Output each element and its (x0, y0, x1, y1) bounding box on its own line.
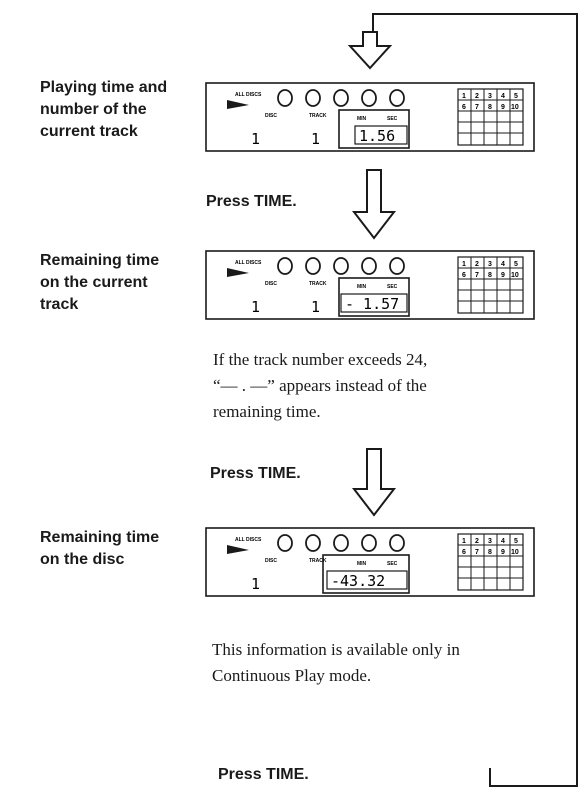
all-discs-indicator: ALL DISCS (235, 92, 262, 98)
svg-text:7: 7 (475, 104, 479, 111)
svg-text:1: 1 (462, 538, 466, 545)
svg-text:10: 10 (511, 272, 519, 279)
play-icon (227, 545, 249, 554)
svg-text:1: 1 (462, 93, 466, 100)
label-remaining-track: Remaining time on the current track (40, 252, 160, 313)
svg-text:9: 9 (501, 549, 505, 556)
lcd-display-remaining-disc: ALL DISCS DISC TRACK 1 MIN SEC -43.32 1 2… (205, 527, 535, 597)
note-track-exceeds: If the track number exceeds 24, “–– . ––… (213, 350, 428, 421)
time-readout: -43.32 (331, 572, 385, 590)
svg-text:7: 7 (475, 549, 479, 556)
svg-text:8: 8 (488, 549, 492, 556)
svg-text:8: 8 (488, 104, 492, 111)
min-label: MIN (357, 116, 367, 122)
svg-text:3: 3 (488, 261, 492, 268)
track-number: 1 (311, 298, 320, 316)
svg-text:2: 2 (475, 538, 479, 545)
svg-text:10: 10 (511, 104, 519, 111)
svg-text:8: 8 (488, 272, 492, 279)
svg-text:9: 9 (501, 272, 505, 279)
svg-text:9: 9 (501, 104, 505, 111)
svg-text:3: 3 (488, 538, 492, 545)
disc-number: 1 (251, 298, 260, 316)
sec-label: SEC (387, 561, 398, 567)
play-icon (227, 100, 249, 109)
lcd-display-remaining-track: ALL DISCS DISC TRACK 1 1 MIN SEC - 1.57 … (205, 250, 535, 320)
svg-text:5: 5 (514, 93, 518, 100)
disc-icon (277, 257, 405, 275)
svg-text:4: 4 (501, 538, 505, 545)
disc-grid: 1 2 3 4 5 6 7 8 9 10 (457, 533, 524, 591)
track-number: 1 (311, 130, 320, 148)
sec-label: SEC (387, 284, 398, 290)
min-label: MIN (357, 284, 367, 290)
track-label: TRACK (309, 281, 327, 287)
svg-text:6: 6 (462, 272, 466, 279)
note-continuous-play: This information is available only in Co… (212, 640, 460, 685)
disc-icon (277, 534, 405, 552)
svg-text:1: 1 (462, 261, 466, 268)
disc-label: DISC (265, 113, 277, 119)
time-readout: 1.56 (359, 127, 395, 145)
svg-text:3: 3 (488, 93, 492, 100)
track-label: TRACK (309, 113, 327, 119)
disc-grid: 1 2 3 4 5 6 7 8 9 10 (457, 256, 524, 314)
press-time-3: Press TIME. (218, 766, 309, 783)
svg-text:2: 2 (475, 261, 479, 268)
sec-label: SEC (387, 116, 398, 122)
svg-text:4: 4 (501, 93, 505, 100)
disc-number: 1 (251, 130, 260, 148)
disc-icon (277, 89, 405, 107)
disc-grid: 1 2 3 4 5 6 7 8 9 10 (457, 88, 524, 146)
label-playing-time: Playing time and number of the current t… (40, 79, 168, 140)
play-icon (227, 268, 249, 277)
svg-text:10: 10 (511, 549, 519, 556)
label-remaining-disc: Remaining time on the disc (40, 529, 160, 568)
lcd-display-playing: ALL DISCS DISC TRACK 1 1 MIN SEC 1.56 1 2… (205, 82, 535, 152)
press-time-2: Press TIME. (210, 465, 301, 482)
min-label: MIN (357, 561, 367, 567)
down-arrow-icon (351, 169, 397, 240)
down-arrow-icon (351, 448, 397, 517)
all-discs-indicator: ALL DISCS (235, 537, 262, 543)
disc-label: DISC (265, 281, 277, 287)
press-time-1: Press TIME. (206, 193, 297, 210)
svg-text:6: 6 (462, 549, 466, 556)
disc-label: DISC (265, 558, 277, 564)
all-discs-indicator: ALL DISCS (235, 260, 262, 266)
disc-number: 1 (251, 575, 260, 593)
track-label: TRACK (309, 558, 327, 564)
svg-text:5: 5 (514, 261, 518, 268)
svg-text:2: 2 (475, 93, 479, 100)
svg-text:4: 4 (501, 261, 505, 268)
svg-text:6: 6 (462, 104, 466, 111)
svg-text:7: 7 (475, 272, 479, 279)
down-arrow-icon (347, 31, 393, 70)
time-readout: - 1.57 (345, 295, 399, 313)
svg-text:5: 5 (514, 538, 518, 545)
